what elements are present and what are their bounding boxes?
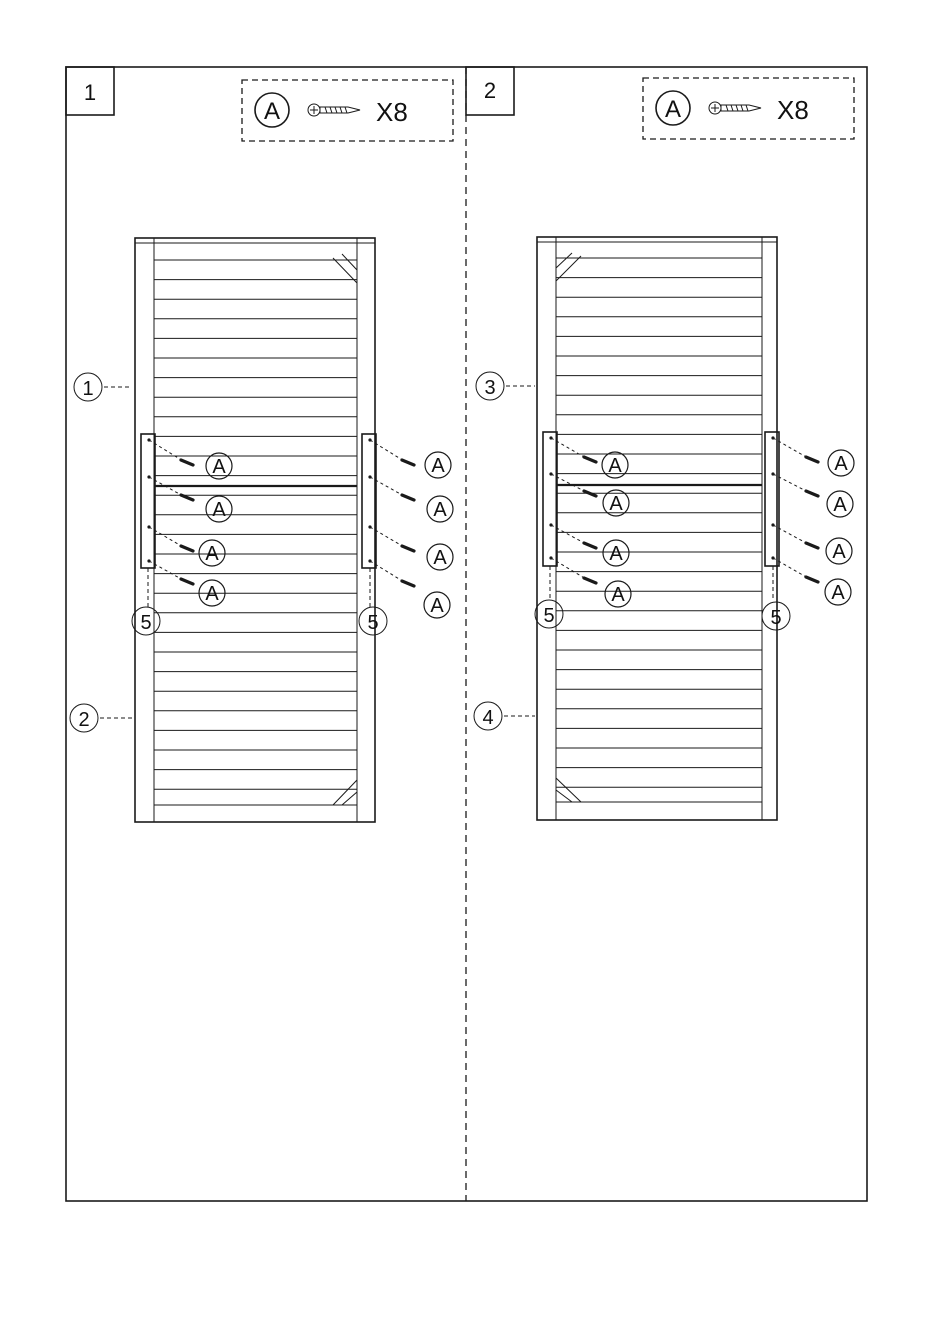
step-2-slats	[556, 258, 762, 787]
screw-guide-line	[773, 558, 808, 578]
screw-icon	[806, 577, 818, 582]
step-1-callout-lower-label: 2	[78, 709, 89, 731]
screw-hole	[147, 438, 150, 441]
screw-icon	[584, 578, 596, 583]
screw-hole	[147, 559, 150, 562]
screw-hole	[368, 559, 371, 562]
step-1-callout-lower: 2	[70, 704, 132, 732]
screw-icon	[181, 579, 193, 584]
screw-icon	[181, 460, 193, 465]
screw-part-label-0: A	[608, 455, 622, 477]
screw-icon	[584, 457, 596, 462]
step-2-gate-panel	[537, 237, 777, 820]
screw-part-label-5: A	[433, 499, 447, 521]
screw-hole	[771, 523, 774, 526]
step-1-callout-bracket-left-label: 5	[140, 612, 151, 634]
screw-icon	[181, 546, 193, 551]
screw-icon	[308, 104, 360, 116]
screw-icon	[806, 457, 818, 462]
screw-icon	[402, 581, 414, 586]
step-2-callout-lower: 4	[474, 702, 535, 730]
screw-part-label-1: A	[609, 493, 623, 515]
step-2-bracket-left	[543, 432, 557, 566]
screw-icon	[709, 102, 761, 114]
screw-hole	[368, 475, 371, 478]
screw-part-label-6: A	[832, 541, 846, 563]
screw-icon	[584, 543, 596, 548]
step-2-callout-bracket-left: 5	[535, 566, 563, 628]
step-1-hardware-part: A	[264, 98, 280, 125]
screw-hole	[368, 438, 371, 441]
step-2-hardware-part: A	[665, 96, 681, 123]
step-1-bracket-right	[362, 434, 376, 568]
screw-hole	[147, 475, 150, 478]
screw-part-label-7: A	[831, 582, 845, 604]
screw-hole	[771, 436, 774, 439]
screw-part-label-1: A	[212, 499, 226, 521]
step-2-callout-bracket-right: 5	[762, 566, 790, 630]
step-2-screws: AAAAAAAA	[549, 436, 854, 607]
step-2-callout-lower-label: 4	[482, 707, 493, 729]
screw-hole	[771, 472, 774, 475]
screw-part-label-6: A	[433, 547, 447, 569]
screw-part-label-2: A	[609, 543, 623, 565]
screw-part-label-7: A	[430, 595, 444, 617]
step-1-bracket-left	[141, 434, 155, 568]
step-1-panel: 1 A X8	[66, 67, 453, 822]
step-2-number: 2	[484, 78, 496, 103]
step-2-panel: 2 A X8	[466, 67, 854, 820]
screw-part-label-0: A	[212, 456, 226, 478]
screw-icon	[402, 546, 414, 551]
step-1-hardware-quantity: X8	[376, 97, 408, 127]
screw-part-label-5: A	[833, 494, 847, 516]
step-2-callout-upper: 3	[476, 372, 535, 400]
screw-icon	[806, 491, 818, 496]
screw-icon	[806, 543, 818, 548]
step-1-callout-bracket-right: 5	[359, 568, 387, 635]
step-2-callout-upper-label: 3	[484, 377, 495, 399]
screw-icon	[181, 495, 193, 500]
step-1-callout-bracket-left: 5	[132, 568, 160, 635]
screw-icon	[402, 495, 414, 500]
screw-hole	[549, 523, 552, 526]
step-1-slats	[154, 260, 357, 789]
screw-part-label-3: A	[611, 584, 625, 606]
step-1-number: 1	[84, 80, 96, 105]
step-2-hardware-quantity: X8	[777, 95, 809, 125]
step-1-callout-upper-label: 1	[82, 378, 93, 400]
screw-hole	[147, 525, 150, 528]
screw-part-label-2: A	[205, 543, 219, 565]
step-1-gate-panel	[135, 238, 375, 822]
step-1-callout-bracket-right-label: 5	[367, 612, 378, 634]
screw-hole	[549, 436, 552, 439]
screw-part-label-3: A	[205, 583, 219, 605]
screw-part-label-4: A	[431, 455, 445, 477]
screw-part-label-4: A	[834, 453, 848, 475]
screw-hole	[771, 556, 774, 559]
step-2-callout-bracket-left-label: 5	[543, 605, 554, 627]
step-2-callout-bracket-right-label: 5	[770, 607, 781, 629]
step-1-callout-upper: 1	[74, 373, 132, 401]
screw-icon	[402, 460, 414, 465]
screw-hole	[549, 556, 552, 559]
screw-hole	[368, 525, 371, 528]
screw-hole	[549, 472, 552, 475]
